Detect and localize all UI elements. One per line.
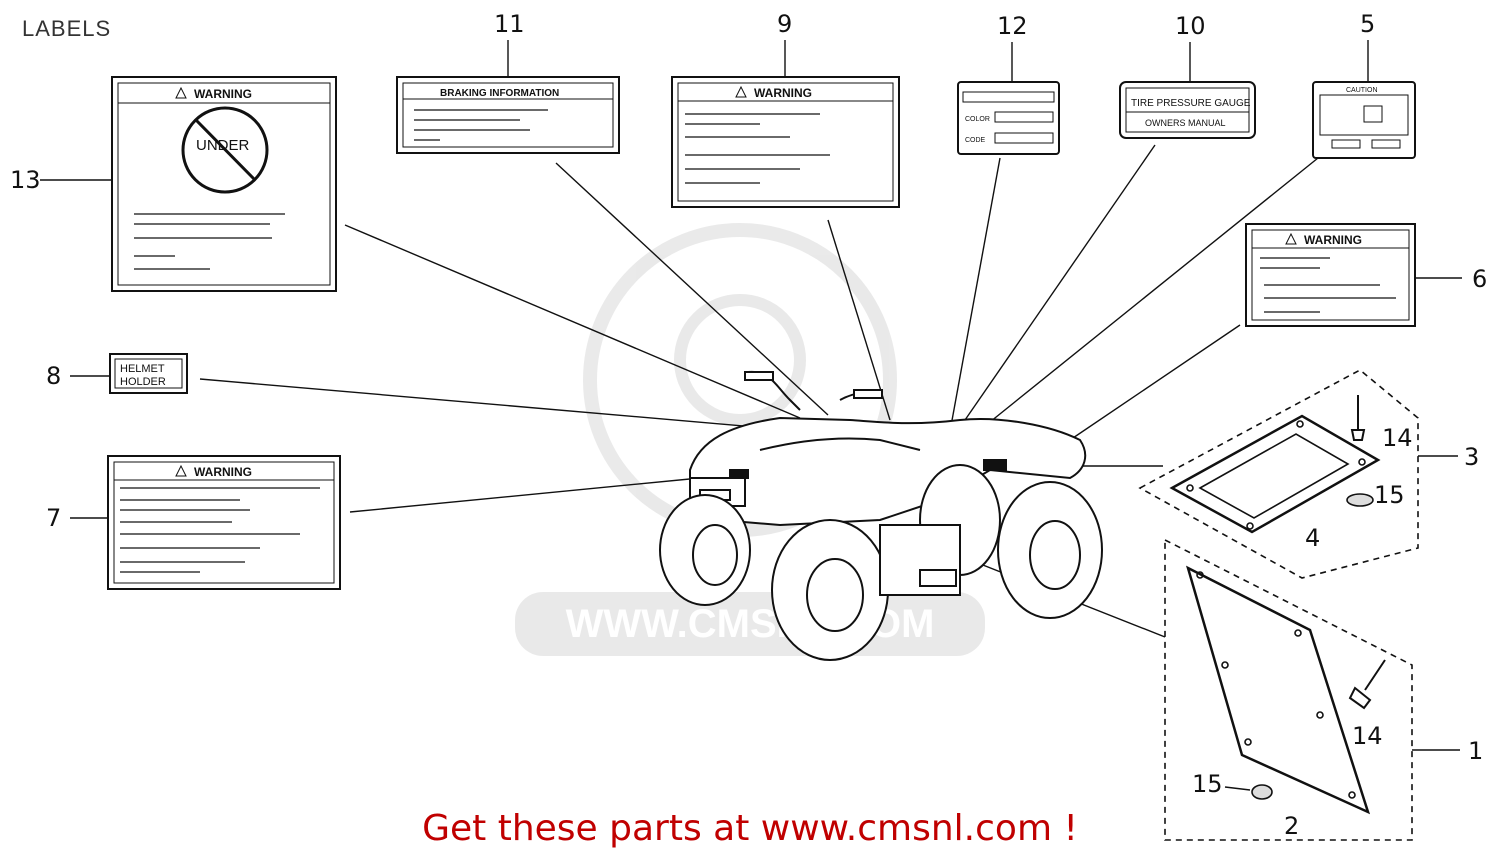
callout-11: 11 bbox=[494, 10, 525, 38]
label-7-warning: WARNING bbox=[107, 455, 341, 590]
callout-10: 10 bbox=[1175, 12, 1206, 40]
label-12-color-code: COLOR CODE bbox=[957, 81, 1060, 155]
label-13-under: UNDER bbox=[196, 137, 250, 154]
label-5-heading: CAUTION bbox=[1346, 87, 1378, 94]
label-6-warning: WARNING bbox=[1245, 223, 1416, 327]
label-7-heading: WARNING bbox=[194, 465, 252, 479]
callout-14a: 14 bbox=[1382, 424, 1413, 452]
callout-9: 9 bbox=[777, 10, 792, 38]
callout-14b: 14 bbox=[1352, 722, 1383, 750]
promo-link[interactable]: Get these parts at www.cmsnl.com ! bbox=[422, 808, 1078, 849]
callout-7: 7 bbox=[46, 504, 61, 532]
callout-8: 8 bbox=[46, 362, 61, 390]
label-6-heading: WARNING bbox=[1304, 233, 1362, 247]
plate-assembly-3 bbox=[1138, 369, 1419, 579]
atv-illustration bbox=[659, 370, 1103, 661]
label-10-line1: TIRE PRESSURE GAUGE bbox=[1131, 98, 1251, 109]
label-12-color: COLOR bbox=[965, 116, 990, 123]
callout-15b: 15 bbox=[1192, 770, 1223, 798]
callout-numbers: 13 8 7 11 9 12 10 5 6 3 14 15 4 14 1 15 … bbox=[10, 10, 1487, 840]
callout-5: 5 bbox=[1360, 10, 1375, 38]
label-13-heading: WARNING bbox=[194, 87, 252, 101]
callout-4: 4 bbox=[1305, 524, 1320, 552]
callout-1: 1 bbox=[1468, 737, 1483, 765]
plate-assembly-1 bbox=[1164, 538, 1413, 841]
label-11-heading: BRAKING INFORMATION bbox=[440, 88, 559, 99]
label-8-helmet-holder: HELMET HOLDER bbox=[109, 353, 188, 394]
callout-3: 3 bbox=[1464, 443, 1479, 471]
callout-6: 6 bbox=[1472, 265, 1487, 293]
label-5-caution: CAUTION bbox=[1312, 81, 1416, 159]
label-9-warning: WARNING bbox=[671, 76, 900, 208]
label-8-line1: HELMET bbox=[120, 363, 165, 375]
label-12-code: CODE bbox=[965, 137, 986, 144]
page-title: LABELS bbox=[22, 16, 112, 41]
callout-12: 12 bbox=[997, 12, 1028, 40]
callout-13: 13 bbox=[10, 166, 41, 194]
label-9-heading: WARNING bbox=[754, 86, 812, 100]
label-10-line2: OWNERS MANUAL bbox=[1145, 118, 1226, 128]
label-13-warning-under: WARNING UNDER bbox=[111, 76, 337, 292]
callout-2: 2 bbox=[1284, 812, 1299, 840]
label-10-tire-pressure-gauge: TIRE PRESSURE GAUGE OWNERS MANUAL bbox=[1119, 81, 1256, 139]
callout-15a: 15 bbox=[1374, 481, 1405, 509]
label-11-braking-information: BRAKING INFORMATION bbox=[396, 76, 620, 154]
label-8-line2: HOLDER bbox=[120, 376, 166, 388]
